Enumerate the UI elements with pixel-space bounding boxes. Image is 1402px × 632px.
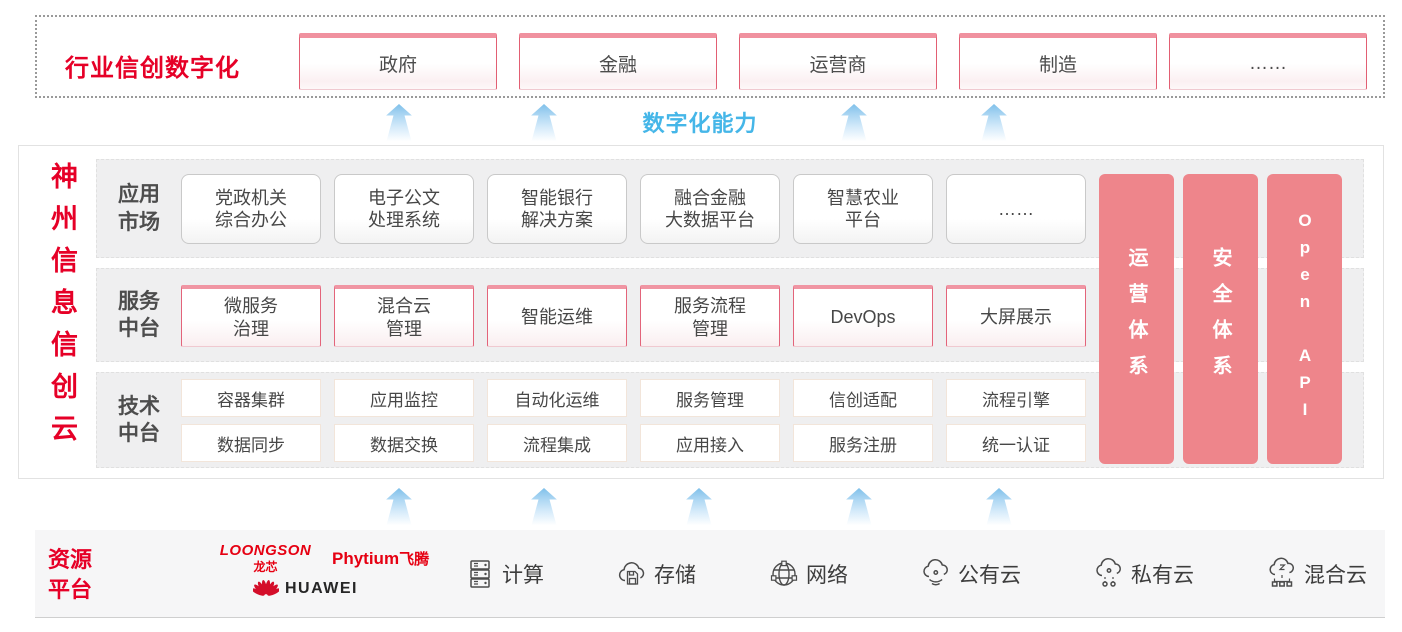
phytium-logo: Phytium 飞腾 [332, 548, 429, 569]
app-box: 党政机关 综合办公 [181, 174, 321, 244]
up-arrow-icon [531, 104, 557, 141]
side-bar-label: 运营体系 [1125, 247, 1147, 391]
tech-box: 流程引擎 [946, 379, 1086, 417]
app-box: 智慧农业 平台 [793, 174, 933, 244]
tech-box: 服务管理 [640, 379, 780, 417]
huawei-logo-text: HUAWEI [285, 580, 358, 597]
industry-box-finance: 金融 [519, 33, 717, 90]
industry-digitalization-band: 行业信创数字化 政府 金融 运营商 制造 …… [35, 15, 1385, 98]
up-arrow-icon [981, 104, 1007, 141]
service-row-label: 服务 中台 [118, 289, 160, 340]
huawei-flower-icon [253, 577, 279, 601]
industry-box-more: …… [1169, 33, 1367, 90]
industry-label: 运营商 [809, 55, 867, 76]
tech-box: 数据交换 [334, 424, 474, 462]
side-bar-open-api: Open API [1267, 174, 1342, 464]
industry-label: 政府 [378, 55, 417, 76]
tech-boxes-grid: 容器集群 应用监控 自动化运维 服务管理 信创适配 流程引擎 数据同步 数据交换… [181, 379, 1086, 462]
tech-box: 容器集群 [181, 379, 321, 417]
hybrid-cloud-icon [1265, 557, 1299, 591]
resource-item-label: 公有云 [958, 563, 1021, 587]
service-box: 服务流程 管理 [640, 285, 780, 347]
resource-items: 计算 存储 [463, 530, 1367, 617]
app-market-row-label: 应用 市场 [118, 183, 160, 234]
industry-label: 金融 [598, 55, 637, 76]
capability-title: 数字化能力 [642, 111, 758, 136]
resource-item-compute: 计算 [463, 557, 544, 591]
industry-band-title: 行业信创数字化 [65, 55, 240, 82]
service-box: 大屏展示 [946, 285, 1086, 347]
resource-item-private-cloud: 私有云 [1092, 557, 1194, 591]
resource-item-hybrid-cloud: 混合云 [1265, 557, 1367, 591]
up-arrow-icon [841, 104, 867, 141]
resource-item-label: 计算 [502, 563, 544, 587]
industry-label: …… [1249, 52, 1287, 74]
resource-panel-title: 资源 平台 [48, 547, 93, 602]
tech-box: 应用接入 [640, 424, 780, 462]
server-icon [463, 557, 497, 591]
side-bar-label: 安全体系 [1209, 247, 1231, 391]
public-cloud-icon [919, 557, 953, 591]
resource-platform-panel: 资源 平台 LOONGSON 龙芯 Phytium 飞腾 [35, 530, 1385, 618]
loongson-logo-text: LOONGSON [219, 542, 312, 559]
up-arrow-icon [986, 488, 1012, 525]
resource-item-storage: 存储 [615, 557, 696, 591]
service-boxes: 微服务 治理 混合云 管理 智能运维 服务流程 管理 DevOps 大屏展示 [181, 285, 1086, 347]
side-bar-operations-system: 运营体系 [1099, 174, 1174, 464]
side-bar-label: Open API [1295, 211, 1315, 427]
private-cloud-icon [1092, 557, 1126, 591]
industry-box-manufacturing: 制造 [959, 33, 1157, 90]
tech-box: 统一认证 [946, 424, 1086, 462]
tech-box: 应用监控 [334, 379, 474, 417]
phytium-logo-cn: 飞腾 [399, 551, 430, 568]
platform-title-vertical: 神州信息信创云 [47, 162, 77, 456]
industry-box-government: 政府 [299, 33, 497, 90]
loongson-logo-cn: 龙芯 [253, 560, 278, 574]
app-box: 融合金融 大数据平台 [640, 174, 780, 244]
app-box: 电子公文 处理系统 [334, 174, 474, 244]
service-box: 微服务 治理 [181, 285, 321, 347]
resource-item-label: 私有云 [1131, 563, 1194, 587]
tech-box: 信创适配 [793, 379, 933, 417]
huawei-logo: HUAWEI [253, 577, 358, 601]
resource-item-label: 网络 [806, 563, 848, 587]
up-arrow-icon [386, 104, 412, 141]
tech-row-label: 技术 中台 [118, 394, 160, 445]
tech-box: 流程集成 [487, 424, 627, 462]
industry-label: 制造 [1038, 55, 1077, 76]
app-market-boxes: 党政机关 综合办公 电子公文 处理系统 智能银行 解决方案 融合金融 大数据平台… [181, 174, 1086, 244]
storage-cloud-icon [615, 557, 649, 591]
tech-box: 服务注册 [793, 424, 933, 462]
resource-item-public-cloud: 公有云 [919, 557, 1021, 591]
app-box-more: …… [946, 174, 1086, 244]
cloud-platform-panel: 神州信息信创云 应用 市场 党政机关 综合办公 电子公文 处理系统 智能银行 解… [18, 145, 1384, 479]
app-box: 智能银行 解决方案 [487, 174, 627, 244]
tech-box: 自动化运维 [487, 379, 627, 417]
service-box: 混合云 管理 [334, 285, 474, 347]
up-arrow-icon [686, 488, 712, 525]
network-globe-icon [767, 557, 801, 591]
up-arrow-icon [531, 488, 557, 525]
industry-box-operators: 运营商 [739, 33, 937, 90]
loongson-logo: LOONGSON 龙芯 [213, 542, 318, 575]
service-box: 智能运维 [487, 285, 627, 347]
phytium-logo-text: Phytium [332, 549, 400, 568]
resource-item-label: 存储 [654, 563, 696, 587]
resource-item-label: 混合云 [1304, 563, 1367, 587]
side-bar-security-system: 安全体系 [1183, 174, 1258, 464]
up-arrow-icon [386, 488, 412, 525]
tech-box: 数据同步 [181, 424, 321, 462]
resource-item-network: 网络 [767, 557, 848, 591]
up-arrow-icon [846, 488, 872, 525]
service-box: DevOps [793, 285, 933, 347]
